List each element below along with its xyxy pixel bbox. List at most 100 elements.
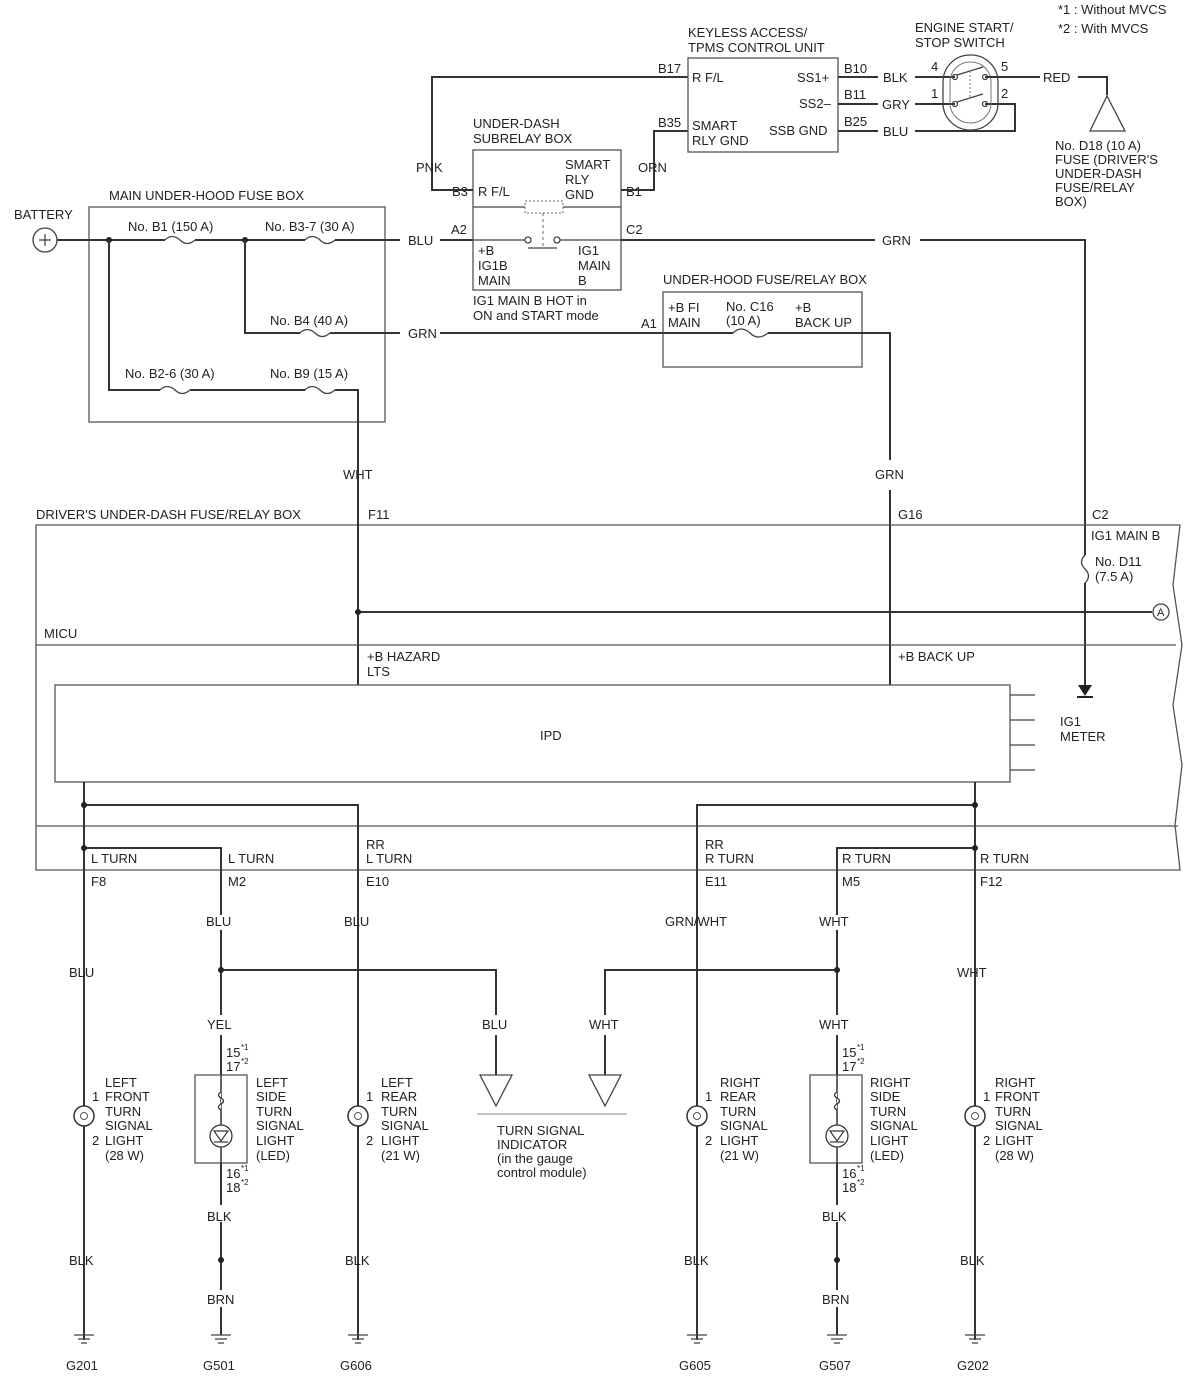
wire-brn-ls: BRN: [207, 1292, 234, 1307]
out-r-turn-2: R TURN: [980, 851, 1029, 866]
fuse-b1-icon: [164, 235, 196, 245]
ls-label-4: SIGNAL: [256, 1118, 304, 1133]
rs-pin-18: 18: [842, 1180, 856, 1195]
rr-label-1: RIGHT: [720, 1075, 761, 1090]
wire-blk-lr: BLK: [345, 1253, 370, 1268]
start-switch-title-1: ENGINE START/: [915, 20, 1014, 35]
wire-blk-lf: BLK: [69, 1253, 94, 1268]
wire-grn-mid: GRN: [408, 326, 437, 341]
ls-sup-2b: *2: [241, 1178, 249, 1187]
lf-label-2: FRONT: [105, 1089, 150, 1104]
ls-label-2: SIDE: [256, 1089, 287, 1104]
rs-pin-15: 15: [842, 1045, 856, 1060]
rs-label-4: SIGNAL: [870, 1118, 918, 1133]
fuse-c16-label-2: (10 A): [726, 313, 761, 328]
subrelay-pb-1: +B: [478, 243, 494, 258]
underhood-bfi-1: +B FI: [668, 300, 699, 315]
keyless-pin-b11: B11: [844, 87, 866, 102]
out-rr-l-2: L TURN: [366, 851, 412, 866]
keyless-rfl: R F/L: [692, 70, 724, 85]
subrelay-smart-3: GND: [565, 187, 594, 202]
keyless-title-1: KEYLESS ACCESS/: [688, 25, 808, 40]
ig1-meter-2: METER: [1060, 729, 1106, 744]
rs-sup-1a: *1: [857, 1043, 865, 1052]
wire-orn: ORN: [638, 160, 667, 175]
fuse-b26-icon: [159, 385, 191, 395]
left-side-led-icon: [194, 1074, 248, 1164]
subrelay-title-1: UNDER-DASH: [473, 116, 560, 131]
subrelay-smart-2: RLY: [565, 172, 590, 187]
subrelay-note-2: ON and START mode: [473, 308, 599, 323]
indicator-label-3: (in the gauge: [497, 1151, 573, 1166]
fuse-d18-line-5: BOX): [1055, 194, 1087, 209]
ls-label-3: TURN: [256, 1104, 292, 1119]
start-switch-title-2: STOP SWITCH: [915, 35, 1005, 50]
wire-grnwht-e11: GRN/WHT: [665, 914, 727, 929]
subrelay-title-2: SUBRELAY BOX: [473, 131, 573, 146]
driver-box-title: DRIVER'S UNDER-DASH FUSE/RELAY BOX: [36, 507, 301, 522]
ground-g202-icon: [965, 1334, 985, 1344]
ground-g507-icon: [827, 1334, 847, 1344]
turn-indicator-right-icon: [587, 1074, 623, 1108]
lf-label-4: SIGNAL: [105, 1118, 153, 1133]
wire-blu-f8: BLU: [69, 965, 94, 980]
lf-label-3: TURN: [105, 1104, 141, 1119]
driver-box-pin-g16: G16: [898, 507, 923, 522]
wire-blk-rf: BLK: [960, 1253, 985, 1268]
wire-wht-f11: WHT: [343, 467, 373, 482]
wire-blu-e10: BLU: [344, 914, 369, 929]
wire-blk-rs: BLK: [822, 1209, 847, 1224]
wire-grn-top: GRN: [882, 233, 911, 248]
fuse-b9-label: No. B9 (15 A): [270, 366, 348, 381]
fuse-d18-line-2: FUSE (DRIVER'S: [1055, 152, 1158, 167]
right-front-bulb-icon: [964, 1105, 986, 1127]
micu-hazard-1: +B HAZARD: [367, 649, 440, 664]
ground-g606-icon: [348, 1334, 368, 1344]
lr-pin-2: 2: [366, 1133, 373, 1148]
battery-icon: [32, 227, 58, 253]
start-switch-pin-1: 1: [931, 86, 938, 101]
driver-box-frame: [35, 524, 1183, 871]
ground-g501-icon: [211, 1334, 231, 1344]
ground-g606-label: G606: [340, 1358, 372, 1373]
ls-sup-2a: *2: [241, 1057, 249, 1066]
ls-sup-1b: *1: [241, 1164, 249, 1173]
rr-label-3: TURN: [720, 1104, 756, 1119]
rf-label-5: LIGHT: [995, 1133, 1033, 1148]
driver-box-ig1-main-b: IG1 MAIN B: [1091, 528, 1160, 543]
ipd-box: [54, 684, 1011, 783]
left-rear-bulb-icon: [347, 1105, 369, 1127]
pin-e11: E11: [705, 874, 727, 889]
turn-indicator-left-icon: [478, 1074, 514, 1108]
start-switch-pin-2: 2: [1001, 86, 1008, 101]
lr-label-6: (21 W): [381, 1148, 420, 1163]
underhood-relay-box: [662, 291, 863, 368]
underhood-relay-title: UNDER-HOOD FUSE/RELAY BOX: [663, 272, 867, 287]
wire-wht-right-side: WHT: [819, 1017, 849, 1032]
rf-pin-2: 2: [983, 1133, 990, 1148]
lr-label-2: REAR: [381, 1089, 417, 1104]
lf-label-6: (28 W): [105, 1148, 144, 1163]
rr-label-5: LIGHT: [720, 1133, 758, 1148]
fuse-d18-ground-icon: [1088, 94, 1127, 132]
rs-sup-2b: *2: [857, 1178, 865, 1187]
wire-blk-rr: BLK: [684, 1253, 709, 1268]
wire-wht-f12: WHT: [957, 965, 987, 980]
wire-blu-top: BLU: [408, 233, 433, 248]
out-r-turn-1: R TURN: [842, 851, 891, 866]
right-rear-bulb-icon: [686, 1105, 708, 1127]
keyless-pin-b17: B17: [658, 61, 681, 76]
lr-label-1: LEFT: [381, 1075, 413, 1090]
ground-g201-icon: [74, 1334, 94, 1344]
fuse-c16-label-1: No. C16: [726, 299, 774, 314]
ground-g201-label: G201: [66, 1358, 98, 1373]
rs-pin-17: 17: [842, 1059, 856, 1074]
pin-m2: M2: [228, 874, 246, 889]
driver-box-pin-c2: C2: [1092, 507, 1109, 522]
rs-pin-16: 16: [842, 1166, 856, 1181]
fuse-b37-label: No. B3-7 (30 A): [265, 219, 355, 234]
ls-sup-1a: *1: [241, 1043, 249, 1052]
underhood-bfi-2: MAIN: [668, 315, 701, 330]
rf-label-4: SIGNAL: [995, 1118, 1043, 1133]
rs-label-3: TURN: [870, 1104, 906, 1119]
